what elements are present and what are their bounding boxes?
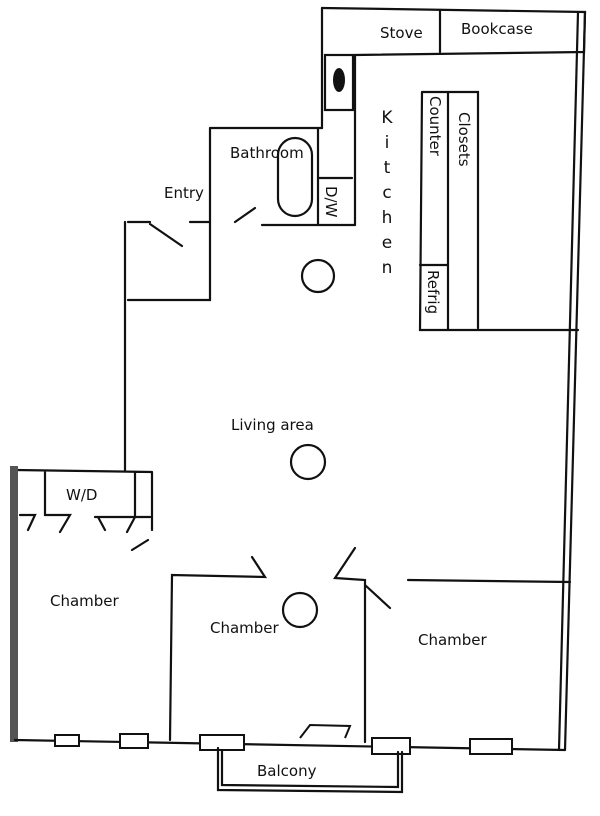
counter-label: Counter [426,96,444,157]
balcony-outline [216,746,404,794]
kitchen-walls [320,6,587,227]
kitchen-label: Kitchen [377,108,397,283]
window [54,734,80,747]
chamber-middle-label: Chamber [210,619,280,637]
balcony-label: Balcony [257,762,317,780]
bathroom-door [233,206,257,224]
light-fixture-icon [289,443,327,481]
living-area-label: Living area [231,416,314,434]
bathroom-walls [126,126,357,302]
entry-label: Entry [164,184,204,202]
wd-label: W/D [66,486,97,504]
entry-walls [123,220,212,472]
dishwasher-label: D/W [322,186,340,218]
light-fixture-icon [300,258,336,294]
chamber-right-label: Chamber [418,631,488,649]
left-exterior-wall [10,466,18,742]
washer-dryer-walls [13,468,154,552]
light-fixture-icon [281,591,319,629]
chamber-right-walls [333,546,572,744]
bookcase-label: Bookcase [461,20,533,38]
window [469,738,513,755]
stove-label: Stove [380,24,423,42]
bathroom-label: Bathroom [230,144,304,162]
windows [54,723,513,755]
sink-icon [333,68,345,92]
window [119,733,149,749]
chamber-middle-walls [168,555,268,742]
window [371,737,411,755]
chamber-left-label: Chamber [50,592,120,610]
window [199,734,245,751]
refrig-label: Refrig [424,270,442,314]
counter-closets [418,90,580,332]
bathtub-icon [276,136,314,218]
closets-label: Closets [455,112,473,167]
right-exterior-wall [563,10,587,752]
